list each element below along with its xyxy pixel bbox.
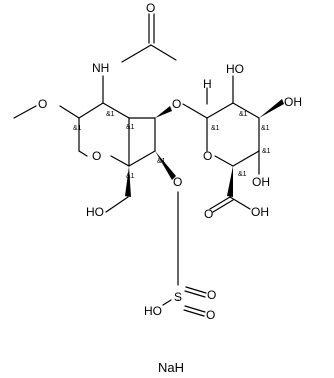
- hydroxyl-c2-label: HO: [226, 62, 244, 76]
- stereo-label: &1: [73, 125, 82, 132]
- right-ring-hydroxyls: [232, 75, 284, 175]
- carboxyl-group: [209, 166, 251, 213]
- stereo-labels: &1 &1 &1 &1 &1 &1 &1 &1 &1 &1: [73, 111, 271, 180]
- sulfate-link-oxygen: O: [173, 175, 182, 189]
- methoxy-oxygen: O: [38, 97, 47, 111]
- acid-oxygen-label: O: [204, 207, 213, 221]
- left-ring-oxygen: O: [92, 149, 101, 163]
- anomeric-hydrogen: H: [203, 77, 212, 91]
- left-ring: [78, 102, 156, 167]
- glycosidic-linkage: [155, 103, 208, 119]
- sulfonic-hydroxyl-label: HO: [144, 304, 162, 318]
- stereo-label: &1: [238, 171, 247, 178]
- hydroxymethyl-group: [105, 166, 131, 213]
- stereo-label: &1: [106, 111, 115, 118]
- sodium-hydride-label: NaH: [158, 360, 184, 375]
- sulfate-wedge: [155, 151, 176, 180]
- right-ring: [206, 102, 260, 167]
- stereo-label: &1: [262, 148, 271, 155]
- stereo-label: &1: [126, 173, 135, 180]
- acid-hydroxyl-label: OH: [251, 205, 269, 219]
- nh-label: NH: [92, 61, 109, 75]
- stereo-label: &1: [239, 111, 248, 118]
- hydroxymethyl-label: HO: [86, 205, 104, 219]
- stereo-label: &1: [211, 125, 220, 132]
- methoxy-group: [13, 105, 80, 119]
- acetyl-group: [121, 13, 177, 63]
- stereo-label: &1: [126, 124, 135, 131]
- stereo-label: &1: [157, 158, 166, 165]
- sulfonyl-oxygen-1: O: [207, 288, 216, 302]
- stereo-label: &1: [261, 125, 270, 132]
- sulfur-label: S: [174, 290, 182, 304]
- sulfate-group: [162, 191, 207, 317]
- hydroxyl-c4-label: OH: [252, 175, 270, 189]
- hydroxyl-c3-label: OH: [284, 95, 302, 109]
- right-ring-oxygen: O: [203, 149, 212, 163]
- carbonyl-oxygen: O: [146, 1, 155, 15]
- sulfonyl-oxygen-2: O: [206, 308, 215, 322]
- glycosidic-oxygen: O: [172, 97, 181, 111]
